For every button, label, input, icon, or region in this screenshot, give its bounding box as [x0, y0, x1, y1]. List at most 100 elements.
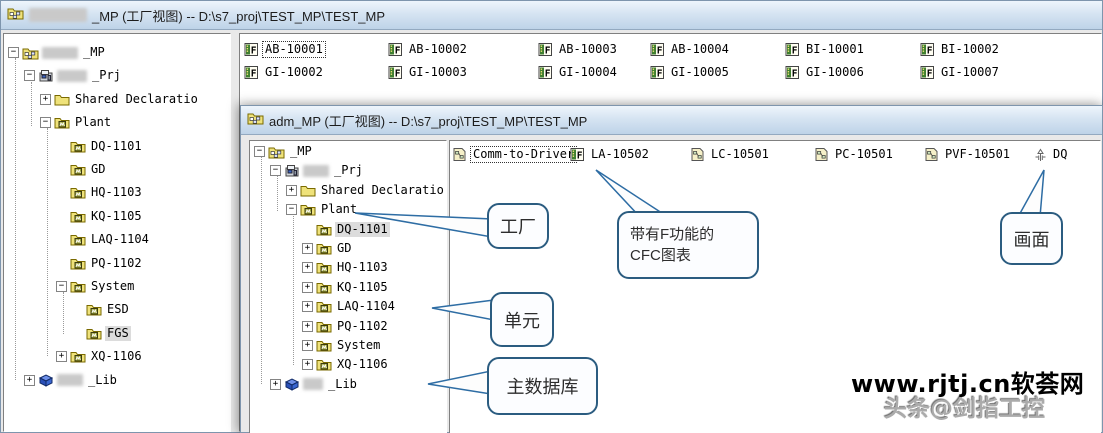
- expand-toggle[interactable]: +: [286, 184, 297, 196]
- chart-item-label: Comm-to-Driver: [470, 146, 578, 163]
- expand-toggle[interactable]: +: [302, 262, 313, 274]
- titlebar-back[interactable]: _MP (工厂视图) -- D:\s7_proj\TEST_MP\TEST_MP: [1, 1, 1102, 30]
- tree-item-label: PQ-1102: [337, 318, 388, 333]
- collapse-toggle[interactable]: −: [24, 70, 35, 82]
- cfc-chart-f-icon: F: [244, 65, 259, 80]
- chart-item-label: GI-10003: [409, 65, 467, 79]
- chart-item-label: AB-10002: [409, 42, 467, 56]
- plant-hierarchy-folder-icon: [86, 327, 102, 340]
- tree-item-kq-1105[interactable]: KQ-1105: [56, 208, 144, 225]
- redacted-text: [303, 164, 329, 177]
- tree-item-label: PQ-1102: [91, 255, 142, 270]
- chart-item-label: AB-10004: [671, 42, 729, 56]
- chart-item-comm-to-driver[interactable]: Comm-to-Driver: [452, 146, 578, 163]
- tree-item-label: XQ-1106: [337, 357, 388, 372]
- expand-toggle[interactable]: +: [302, 340, 313, 351]
- tree-item-xq-1106[interactable]: + XQ-1106: [56, 348, 144, 365]
- callout-main-database: 主数据库: [487, 357, 598, 415]
- expand-toggle[interactable]: +: [302, 301, 313, 313]
- expand-toggle[interactable]: +: [302, 359, 313, 371]
- tree-item-lib[interactable]: +_Lib: [24, 372, 119, 389]
- tree-indent: [56, 141, 67, 152]
- tree-indent: [56, 211, 67, 222]
- expand-toggle[interactable]: +: [302, 281, 313, 293]
- tree-item-plant[interactable]: −Plant: [286, 201, 359, 218]
- tree-item-kq-1105[interactable]: +KQ-1105: [302, 279, 390, 296]
- collapse-toggle[interactable]: −: [286, 204, 297, 216]
- expand-toggle[interactable]: +: [302, 243, 313, 254]
- tree-item-mp[interactable]: −_MP: [254, 143, 314, 160]
- tree-branch-line: [277, 175, 278, 211]
- tree-item-laq-1104[interactable]: LAQ-1104: [56, 231, 151, 248]
- plant-hierarchy-folder-icon: [316, 300, 332, 313]
- expand-toggle[interactable]: +: [24, 374, 35, 386]
- tree-item-mp[interactable]: −_MP: [8, 44, 107, 61]
- tree-item-fgs[interactable]: FGS: [72, 325, 131, 342]
- tree-item-hq-1103[interactable]: HQ-1103: [56, 184, 144, 201]
- chart-item-label: BI-10001: [806, 42, 864, 56]
- expand-toggle[interactable]: +: [56, 351, 67, 363]
- tree-item-shared-declaratio[interactable]: + Shared Declaratio: [286, 182, 446, 199]
- tree-item-label: _Lib: [328, 376, 357, 391]
- callout-screen-text: 画面: [1013, 229, 1050, 250]
- tree-item-prj[interactable]: −_Prj: [24, 67, 123, 84]
- tree-item-pq-1102[interactable]: + PQ-1102: [302, 318, 390, 335]
- expand-toggle[interactable]: +: [302, 320, 313, 332]
- tree-item-label: GD: [337, 241, 352, 255]
- tree-item-system[interactable]: +System: [302, 337, 382, 354]
- project-icon: [284, 164, 300, 178]
- tree-item-label: Shared Declaratio: [321, 182, 444, 197]
- expand-toggle[interactable]: +: [40, 93, 51, 105]
- tree-item-plant[interactable]: −Plant: [40, 114, 113, 131]
- collapse-toggle[interactable]: −: [8, 47, 19, 58]
- expand-toggle[interactable]: +: [270, 378, 281, 390]
- collapse-toggle[interactable]: −: [40, 117, 51, 129]
- svg-text:F: F: [577, 151, 583, 162]
- tree-item-shared-declaratio[interactable]: +Shared Declaratio: [40, 91, 200, 108]
- tree-item-esd[interactable]: ESD: [72, 301, 131, 318]
- tree-item-gd[interactable]: + GD: [302, 240, 353, 257]
- tree-item-dq-1101[interactable]: DQ-1101: [56, 138, 144, 155]
- tree-item-laq-1104[interactable]: +LAQ-1104: [302, 298, 397, 315]
- tree-item-pq-1102[interactable]: PQ-1102: [56, 255, 144, 272]
- tree-item-system[interactable]: −System: [56, 278, 136, 295]
- chart-item-pc-10501[interactable]: PC-10501: [814, 146, 896, 163]
- tree-item-hq-1103[interactable]: +HQ-1103: [302, 259, 390, 276]
- tree-item-gd[interactable]: GD: [56, 161, 107, 178]
- plant-hierarchy-folder-icon: [316, 223, 332, 236]
- collapse-toggle[interactable]: −: [270, 165, 281, 177]
- tree-item-lib[interactable]: + _Lib: [270, 376, 359, 393]
- collapse-toggle[interactable]: −: [56, 281, 67, 292]
- project-icon: [38, 69, 54, 83]
- plant-hierarchy-folder-icon: [316, 358, 332, 371]
- tree-item-xq-1106[interactable]: + XQ-1106: [302, 356, 390, 373]
- redacted-project-name: [29, 8, 87, 22]
- library-icon: [284, 377, 300, 392]
- tree-item-dq-1101[interactable]: DQ-1101: [302, 221, 390, 238]
- tree-item-prj[interactable]: −_Prj: [270, 162, 365, 179]
- tree-item-label: XQ-1106: [91, 349, 142, 364]
- cfc-chart-icon: [814, 147, 829, 162]
- titlebar-front[interactable]: adm_MP (工厂视图) -- D:\s7_proj\TEST_MP\TEST…: [241, 106, 1102, 135]
- redacted-text: [42, 46, 78, 59]
- chart-item-pvf-10501[interactable]: PVF-10501: [924, 146, 1013, 163]
- callout-cfc-line1: 带有F功能的: [630, 226, 715, 243]
- collapse-toggle[interactable]: −: [254, 146, 265, 157]
- chart-item-dq[interactable]: DQ: [1034, 146, 1070, 163]
- chart-item-lc-10501[interactable]: LC-10501: [690, 146, 772, 163]
